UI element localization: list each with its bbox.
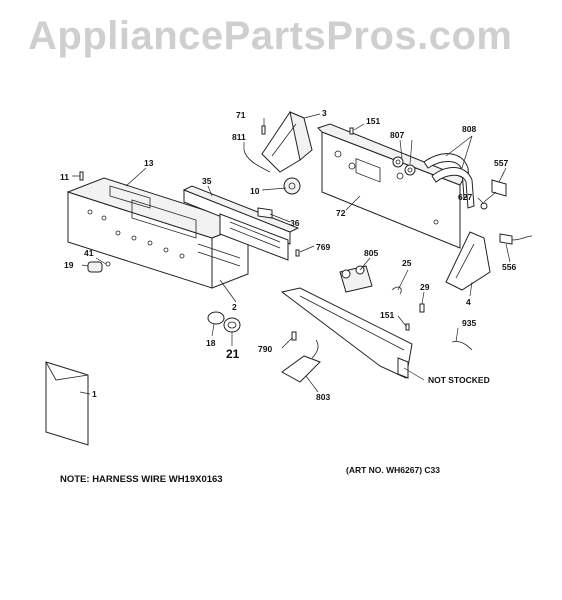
callout-803[interactable]: 803	[316, 392, 330, 402]
callout-935[interactable]: 935	[462, 318, 476, 328]
callout-557[interactable]: 557	[494, 158, 508, 168]
part-935-harness[interactable]	[451, 341, 473, 351]
art-number: (ART NO. WH6267) C33	[346, 465, 440, 475]
part-21-knob[interactable]	[223, 317, 241, 333]
callout-11[interactable]: 11	[60, 172, 69, 182]
part-10-sensor[interactable]	[283, 177, 301, 195]
part-29-screw[interactable]	[419, 303, 425, 313]
callout-805[interactable]: 805	[364, 248, 378, 258]
part-41-spring[interactable]	[105, 261, 111, 267]
callout-29[interactable]: 29	[420, 282, 430, 292]
part-556-plug[interactable]	[499, 233, 533, 245]
part-25-clip[interactable]	[391, 286, 402, 295]
part-790-clip[interactable]	[291, 331, 297, 341]
watermark-text: AppliancePartsPros.com	[28, 14, 513, 58]
callout-25[interactable]: 25	[402, 258, 412, 268]
callout-4[interactable]: 4	[466, 297, 471, 307]
callout-811[interactable]: 811	[232, 132, 246, 142]
callout-1[interactable]: 1	[92, 389, 97, 399]
callout-151-upper[interactable]: 151	[366, 116, 380, 126]
callout-21[interactable]: 21	[226, 347, 240, 361]
callout-13[interactable]: 13	[144, 158, 154, 168]
part-13-control-panel[interactable]	[66, 177, 250, 289]
part-11-screw[interactable]	[79, 171, 84, 181]
part-805-valve[interactable]	[339, 265, 373, 293]
part-35-bracket[interactable]	[182, 185, 300, 261]
callout-41[interactable]: 41	[84, 248, 94, 258]
callout-3[interactable]: 3	[322, 108, 327, 118]
callout-808[interactable]: 808	[462, 124, 476, 134]
part-3-end-bracket[interactable]	[261, 111, 313, 173]
not-stocked-label: NOT STOCKED	[428, 375, 490, 385]
callout-790[interactable]: 790	[258, 344, 272, 354]
part-72-rear-panel[interactable]	[317, 123, 465, 249]
part-769-screw[interactable]	[295, 249, 300, 257]
callout-72[interactable]: 72	[336, 208, 346, 218]
part-811-tube[interactable]	[243, 149, 271, 173]
callout-627[interactable]: 627	[458, 192, 472, 202]
part-19-knob[interactable]	[87, 261, 103, 273]
callout-35[interactable]: 35	[202, 176, 212, 186]
callout-769[interactable]: 769	[316, 242, 330, 252]
callout-71[interactable]: 71	[236, 110, 246, 120]
callout-151-lower[interactable]: 151	[380, 310, 394, 320]
callout-2[interactable]: 2	[232, 302, 237, 312]
leader-lines	[72, 113, 511, 395]
part-557-connector[interactable]	[491, 171, 507, 197]
console-base	[280, 287, 413, 379]
part-4-end-cap[interactable]	[445, 231, 491, 291]
part-1-manual[interactable]	[45, 361, 89, 446]
callout-807[interactable]: 807	[390, 130, 404, 140]
part-808-inlet-hoses[interactable]	[423, 153, 475, 209]
callout-36[interactable]: 36	[290, 218, 300, 228]
callout-18[interactable]: 18	[206, 338, 216, 348]
part-627-tie[interactable]	[480, 191, 497, 210]
callout-556[interactable]: 556	[502, 262, 516, 272]
part-36-connector[interactable]	[257, 207, 273, 219]
part-18-knob[interactable]	[207, 311, 225, 325]
callout-10[interactable]: 10	[250, 186, 260, 196]
callout-19[interactable]: 19	[64, 260, 74, 270]
harness-note: NOTE: HARNESS WIRE WH19X0163	[60, 474, 223, 485]
part-803-switch[interactable]	[281, 339, 321, 383]
part-807-washers[interactable]	[392, 156, 416, 176]
part-151-screw-upper[interactable]	[349, 127, 354, 135]
part-151-screw-lower[interactable]	[405, 323, 410, 331]
part-71-screw[interactable]	[261, 125, 266, 135]
